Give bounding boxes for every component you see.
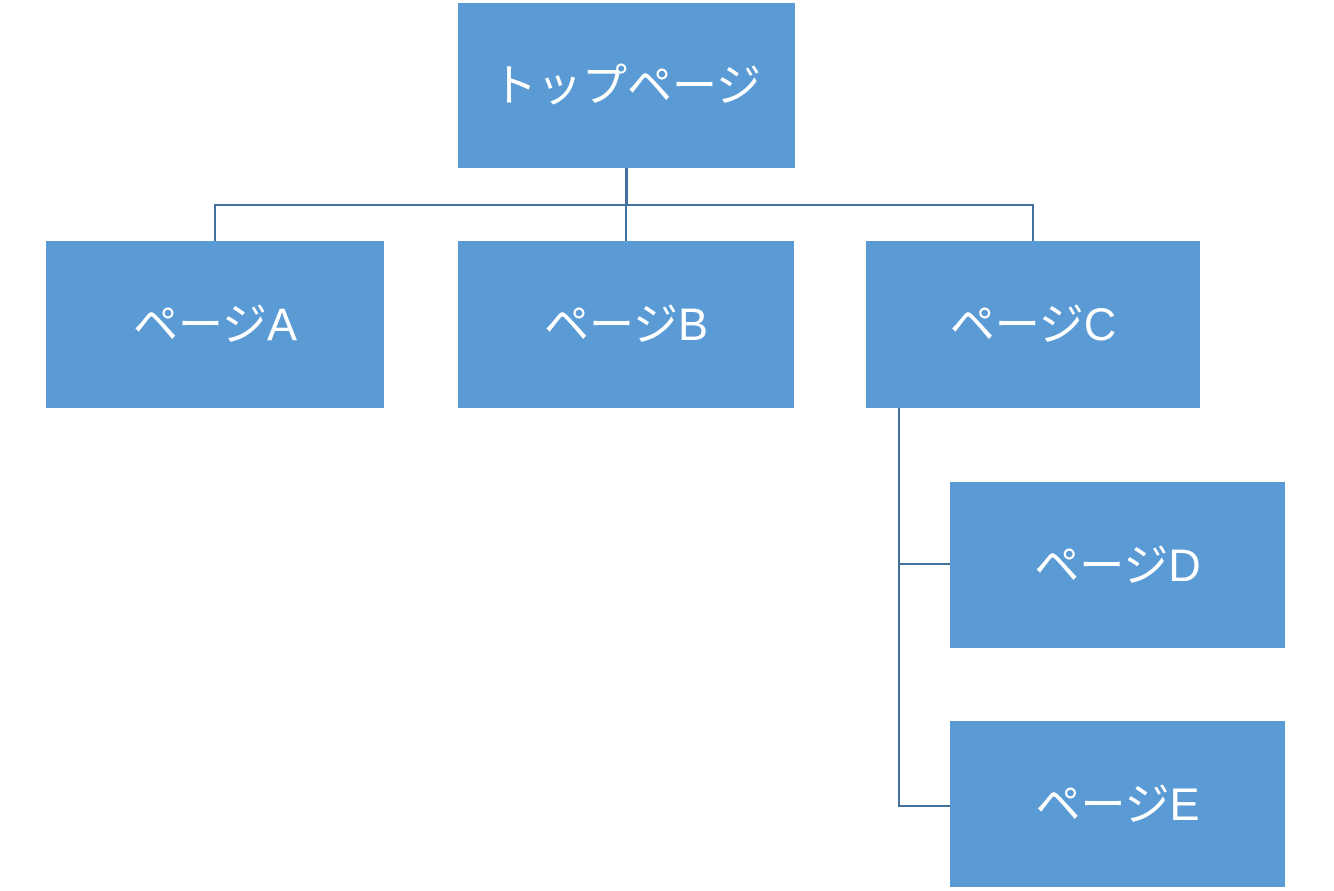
connector-stub-page-d xyxy=(898,563,950,565)
node-page-e-label: ページE xyxy=(1035,778,1200,830)
node-page-a: ページA xyxy=(46,241,384,408)
node-page-b-label: ページB xyxy=(543,299,709,350)
connector-stub-page-c xyxy=(1032,204,1034,241)
node-page-b: ページB xyxy=(458,241,794,408)
connector-stub-page-e xyxy=(898,805,950,807)
node-page-d: ページD xyxy=(950,482,1285,648)
node-top-page-label: トップページ xyxy=(491,60,762,111)
node-page-d-label: ページD xyxy=(1034,539,1201,591)
node-page-c-label: ページC xyxy=(949,299,1117,350)
node-page-c: ページC xyxy=(866,241,1200,408)
node-page-a-label: ページA xyxy=(132,299,298,350)
connector-page-c-trunk xyxy=(898,408,900,807)
connector-stub-page-b xyxy=(625,204,627,241)
connector-horizontal-bar xyxy=(214,204,1034,206)
node-page-e: ページE xyxy=(950,721,1285,887)
node-top-page: トップページ xyxy=(458,3,795,168)
connector-top-trunk xyxy=(625,168,628,206)
connector-stub-page-a xyxy=(214,204,216,241)
